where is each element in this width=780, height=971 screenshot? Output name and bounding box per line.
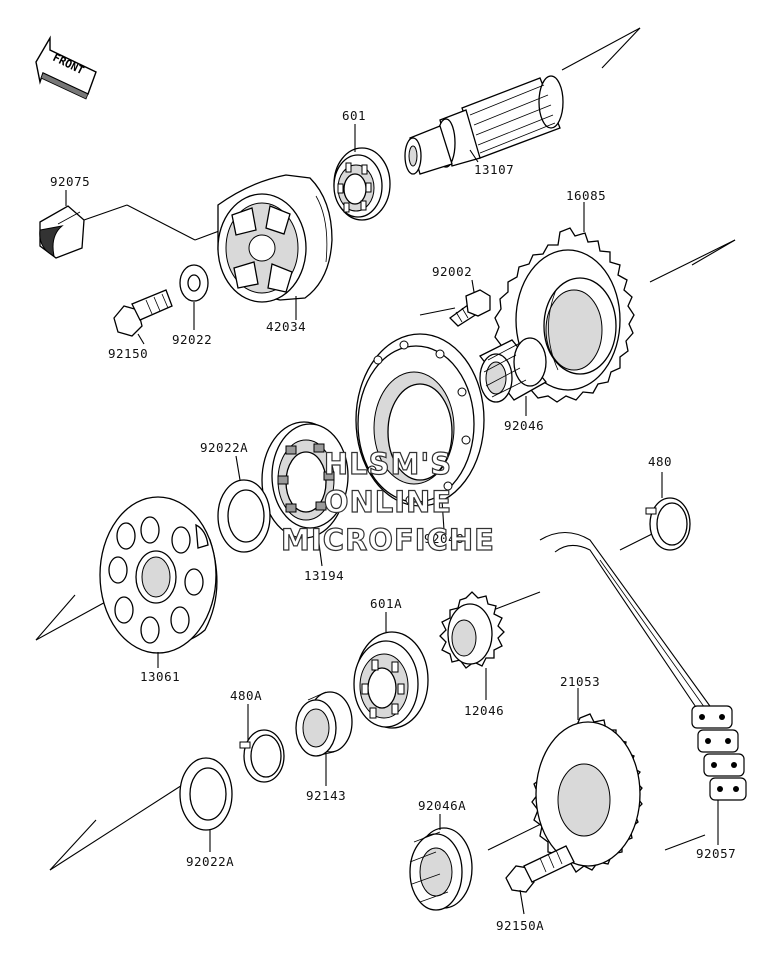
washer-92022A-top [217,479,271,553]
label-92022A-bottom: 92022A [186,854,234,869]
sprocket-12046 [439,591,505,669]
clutch-plate-92048 [355,333,485,507]
sprocket-21053 [531,713,643,873]
bearing-601 [333,147,391,221]
label-42034: 42034 [266,319,306,334]
label-21053: 21053 [560,674,600,689]
one-way-clutch-13194 [261,421,349,539]
watermark-line-2: ONLINE [324,485,452,519]
watermark-line-3: MICROFICHE [281,523,495,557]
leader-lines [65,124,719,915]
bolt-92002 [449,289,491,327]
label-601: 601 [342,108,366,123]
label-13194: 13194 [304,568,344,583]
label-92143: 92143 [306,788,346,803]
hub-13061 [99,496,218,654]
label-92022A-top: 92022A [200,440,248,455]
label-92150: 92150 [108,346,148,361]
bearing-601A [353,631,429,729]
label-92046A: 92046A [418,798,466,813]
washer-92022 [179,264,209,302]
needle-bearing-92046A [409,827,473,911]
needle-bearing-92046 [479,337,547,403]
housing-42034 [217,174,333,303]
label-92022: 92022 [172,332,212,347]
chain-92057 [539,531,747,801]
label-480: 480 [648,454,672,469]
bolt-92150 [113,289,173,337]
label-601A: 601A [370,596,402,611]
label-92048: 92048 [424,531,464,546]
damper-92075 [39,205,85,259]
part-labels: 601 13107 92075 16085 92002 92150 92022 … [50,108,736,933]
label-92057: 92057 [696,846,736,861]
label-92075: 92075 [50,174,90,189]
watermark: HLSM'S ONLINE MICROFICHE [280,446,495,557]
label-480A: 480A [230,688,262,703]
washer-92022A-bottom [179,757,233,831]
label-13107: 13107 [474,162,514,177]
shaft-13107 [404,75,564,175]
circlip-480A [239,729,285,783]
bolt-92150A [505,845,575,893]
label-13061: 13061 [140,669,180,684]
label-12046: 12046 [464,703,504,718]
label-16085: 16085 [566,188,606,203]
watermark-line-1: HLSM'S [324,447,452,481]
label-92046: 92046 [504,418,544,433]
front-arrow-icon: FRONT [35,35,97,100]
label-92002: 92002 [432,264,472,279]
label-92150A: 92150A [496,918,544,933]
collar-92143 [295,691,353,757]
circlip-480 [645,497,691,551]
